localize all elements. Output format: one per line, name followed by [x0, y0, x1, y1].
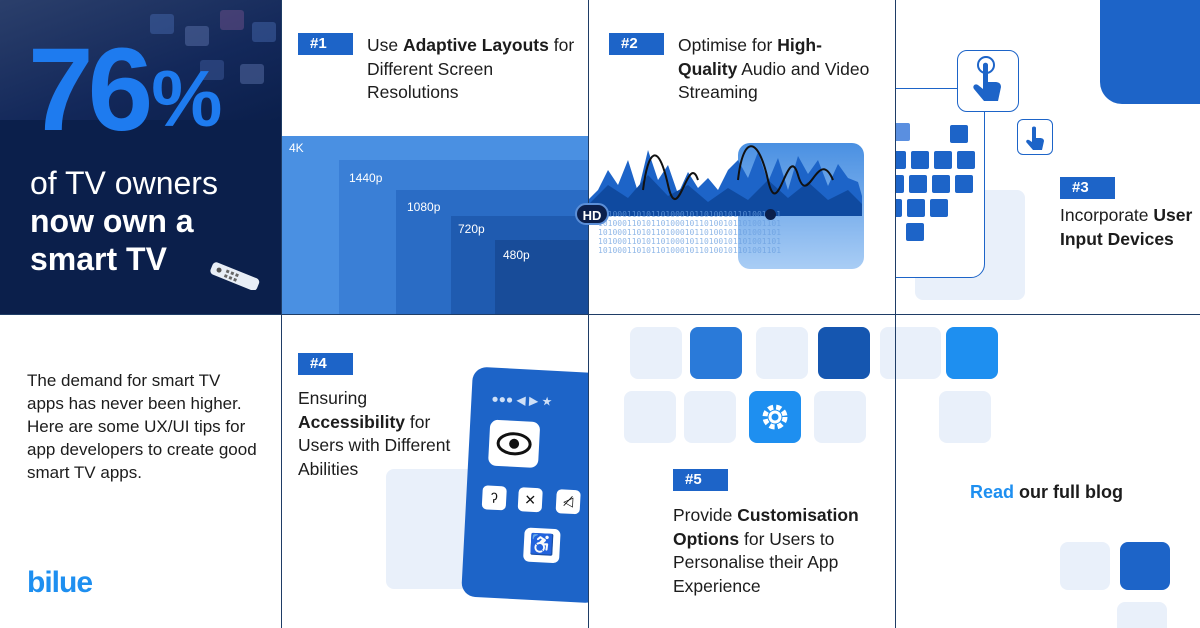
- resolution-label-480p: 480p: [503, 248, 530, 262]
- hearing-icon: ʔ: [481, 485, 507, 511]
- hero-percent-sign: %: [151, 54, 223, 143]
- touch-button-small: [1017, 119, 1053, 155]
- tip-4-text: Ensuring Accessibility for Users with Di…: [298, 388, 451, 479]
- pointer-hand-icon: [973, 56, 1001, 101]
- tip-3-panel: #3 Incorporate User Input Devices: [895, 0, 1200, 314]
- tip-1-badge: #1: [298, 33, 353, 55]
- tv-apps-background: [0, 0, 281, 120]
- tv-remote-icon: [206, 262, 264, 295]
- mute-icon: ◁̸: [555, 489, 581, 515]
- tip-3-text: Incorporate User Input Devices: [1060, 205, 1193, 249]
- hero-percent: 76%: [28, 20, 222, 173]
- resolution-label-720p: 720p: [458, 222, 485, 236]
- tip-5-text: Provide Customisation Options for Users …: [673, 505, 859, 596]
- resolution-label-4k: 4K: [289, 141, 304, 155]
- audio-waveform: [588, 145, 862, 216]
- hero-percent-number: 76: [28, 24, 153, 156]
- no-motion-icon: ✕: [517, 487, 543, 513]
- tip-5-badge: #5: [673, 469, 728, 491]
- hero-line-1: of TV owners: [30, 165, 218, 201]
- corner-accent: [1100, 0, 1200, 104]
- cta-panel: Read our full blog: [895, 314, 1200, 628]
- intro-text: The demand for smart TV apps has never b…: [27, 371, 257, 482]
- tip-1-panel: #1 Use Adaptive Layouts for Different Sc…: [281, 0, 588, 314]
- touch-button-large: [957, 50, 1019, 112]
- remote-device: [895, 88, 985, 278]
- eye-icon: [487, 419, 541, 469]
- bilue-logo[interactable]: bilue: [27, 566, 93, 599]
- tip-1-text: Use Adaptive Layouts for Different Scree…: [367, 35, 575, 102]
- tip-4-panel: #4 Ensuring Accessibility for Users with…: [281, 314, 588, 628]
- hero-line-3: smart TV: [30, 241, 167, 277]
- tip-2-text: Optimise for High-Quality Audio and Vide…: [678, 35, 870, 102]
- hd-badge: HD: [575, 203, 609, 225]
- tip-4-badge: #4: [298, 353, 353, 375]
- hero-line-2: now own a: [30, 203, 194, 239]
- tip-3-badge: #3: [1060, 177, 1115, 199]
- gear-tile[interactable]: [749, 391, 801, 443]
- tip-5-panel: #5 Provide Customisation Options for Use…: [588, 314, 895, 628]
- wheelchair-icon: ♿: [522, 527, 561, 564]
- playhead-dot: [765, 209, 776, 220]
- grid-divider: [0, 314, 1200, 315]
- intro-panel: The demand for smart TV apps has never b…: [0, 314, 281, 628]
- hero-panel: 76% of TV owners now own a smart TV: [0, 0, 281, 314]
- resolution-label-1080p: 1080p: [407, 200, 441, 214]
- resolution-480p-box: [495, 240, 588, 314]
- read-blog-link[interactable]: Read our full blog: [970, 482, 1123, 502]
- tip-2-panel: #2 Optimise for High-Quality Audio and V…: [588, 0, 895, 314]
- phone-device: ●●● ◀ ▶ ★ ʔ ✕ ◁̸ ♿: [461, 366, 588, 604]
- resolution-label-1440p: 1440p: [349, 171, 383, 185]
- tip-2-badge: #2: [609, 33, 664, 55]
- gear-icon: [762, 404, 788, 430]
